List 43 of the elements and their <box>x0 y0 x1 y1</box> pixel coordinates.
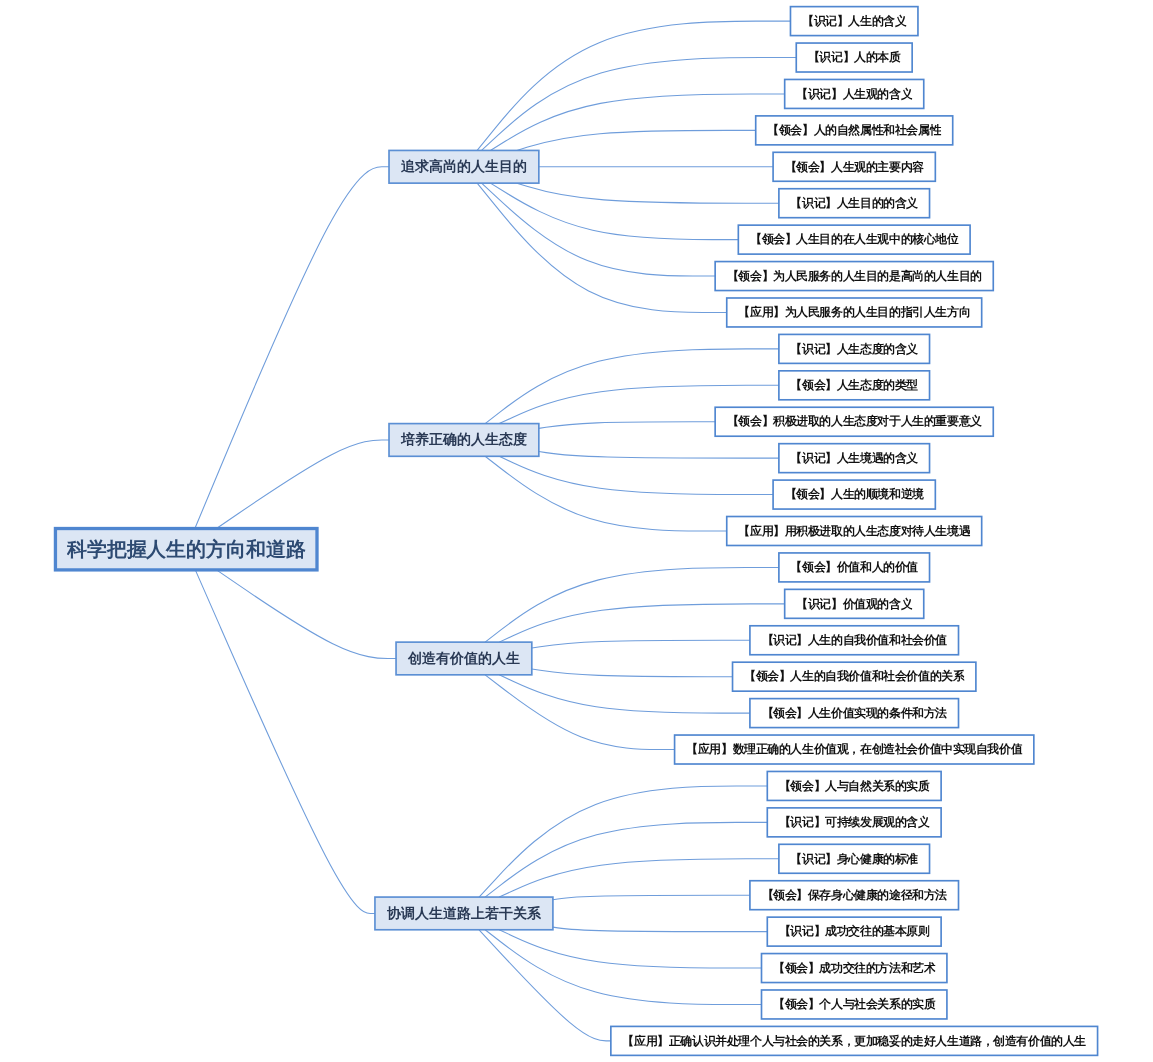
node-box: 【领会】人与自然关系的实质 <box>766 770 942 802</box>
node-box: 【应用】数理正确的人生价值观，在创造社会价值中实现自我价值 <box>673 734 1035 765</box>
node-box: 【识记】身心健康的标准 <box>778 843 931 875</box>
connector <box>538 421 716 429</box>
node-box: 【识记】人生态度的含义 <box>778 333 931 365</box>
node-box: 【领会】价值和人的价值 <box>778 552 931 583</box>
node-box: 【领会】保存身心健康的途径和方法 <box>749 879 960 911</box>
node-box: 【领会】人生的自我价值和社会价值的关系 <box>731 661 977 692</box>
node-box: 【识记】可持续发展观的含义 <box>766 807 942 838</box>
node-box: 协调人生道路上若干关系 <box>374 896 554 931</box>
node-box: 【应用】用积极进取的人生态度对待人生境遇 <box>725 515 983 547</box>
connector <box>476 20 791 151</box>
node-box: 【识记】人生境遇的含义 <box>778 442 931 474</box>
node-box: 【识记】价值观的含义 <box>783 588 925 620</box>
node-box: 【识记】人生的自我价值和社会价值 <box>749 624 960 656</box>
node-box: 创造有价值的人生 <box>395 641 533 676</box>
node-box: 【应用】为人民服务的人生目的指引人生方向 <box>725 297 983 328</box>
node-box: 【领会】成功交往的方法和艺术 <box>760 952 948 984</box>
node-box: 【领会】人的自然属性和社会属性 <box>754 115 954 146</box>
connector <box>538 166 774 168</box>
node-box: 【领会】人生价值实现的条件和方法 <box>749 697 960 729</box>
node-box: 【识记】人生目的的含义 <box>778 187 931 219</box>
node-box: 【应用】正确认识并处理个人与社会的关系，更加稳妥的走好人生道路，创造有价值的人生 <box>610 1025 1099 1057</box>
node-box: 【领会】积极进取的人生态度对于人生的重要意义 <box>714 406 995 438</box>
node-box: 【领会】人生的顺境和逆境 <box>772 479 937 510</box>
node-box: 【领会】人生目的在人生观中的核心地位 <box>737 224 971 255</box>
node-box: 追求高尚的人生目的 <box>388 149 540 184</box>
node-box: 培养正确的人生态度 <box>388 422 540 458</box>
node-box: 【识记】成功交往的基本原则 <box>766 916 942 947</box>
node-box: 【识记】人生的含义 <box>789 5 919 37</box>
node-box: 【领会】为人民服务的人生目的是高尚的人生目的 <box>714 260 995 292</box>
connector <box>552 926 768 933</box>
connector <box>478 785 768 898</box>
node-box: 【领会】人生态度的类型 <box>778 370 931 401</box>
node-box: 【领会】个人与社会关系的实质 <box>760 989 948 1020</box>
node-box: 【领会】人生观的主要内容 <box>772 151 937 183</box>
connector <box>484 821 768 898</box>
connector <box>489 182 739 241</box>
connector <box>481 182 716 277</box>
node-box: 科学把握人生的方向和道路 <box>53 526 319 572</box>
node-box: 【识记】人生观的含义 <box>783 78 925 110</box>
node-box: 【识记】人的本质 <box>795 42 913 73</box>
connector <box>481 57 797 151</box>
